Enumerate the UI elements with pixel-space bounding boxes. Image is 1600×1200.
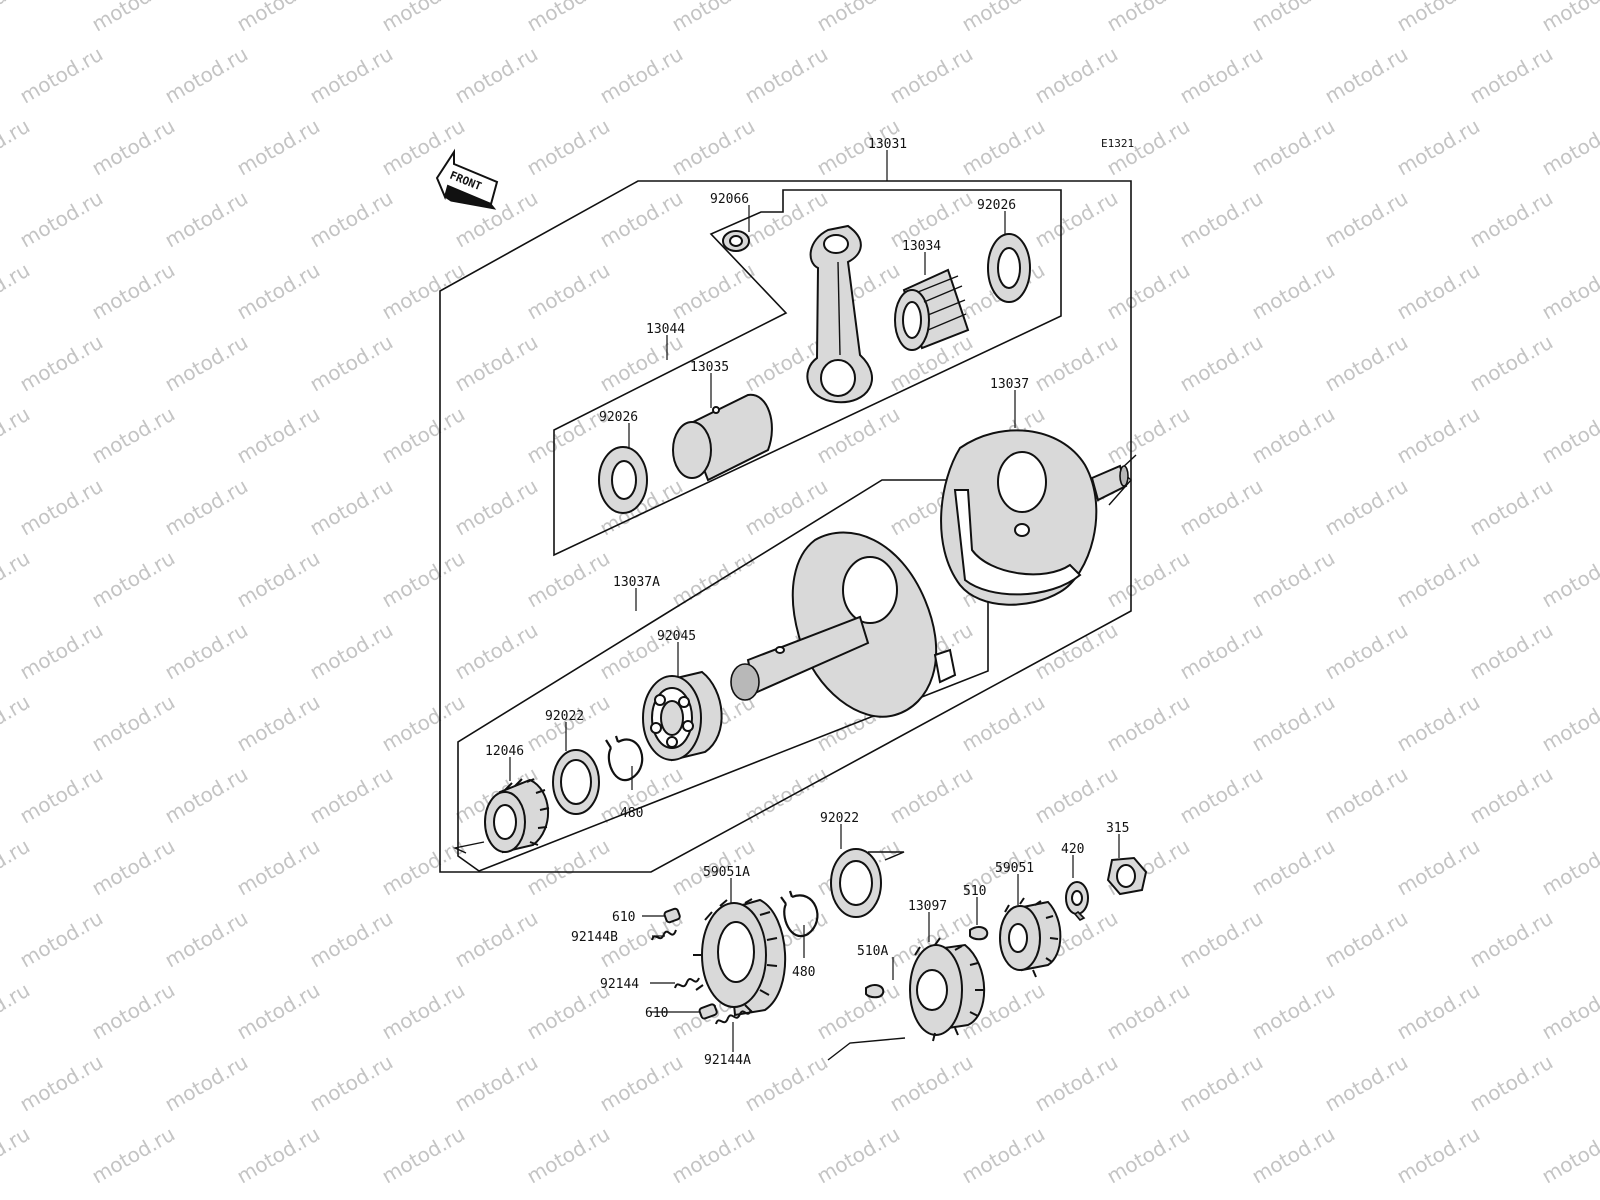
callout-510: 510 bbox=[963, 884, 986, 899]
pin-610-lower bbox=[698, 1003, 718, 1020]
crankshaft-left-half-13037A bbox=[730, 531, 957, 718]
callout-13037: 13037 bbox=[990, 377, 1029, 392]
subframe-13044 bbox=[553, 189, 1062, 557]
needle-bearing-13034 bbox=[894, 268, 970, 351]
callout-13035: 13035 bbox=[690, 360, 729, 375]
circlip-480-lower bbox=[780, 890, 819, 938]
callout-92022-lower: 92022 bbox=[820, 811, 859, 826]
sprocket-12046 bbox=[484, 778, 550, 854]
connecting-rod-13044 bbox=[806, 224, 873, 404]
callout-13044: 13044 bbox=[646, 322, 685, 337]
callout-92022-upper: 92022 bbox=[545, 709, 584, 724]
callout-315: 315 bbox=[1106, 821, 1129, 836]
callout-13037A: 13037A bbox=[613, 575, 660, 590]
assembly-frame-13031 bbox=[439, 180, 1132, 873]
callout-59051: 59051 bbox=[995, 861, 1034, 876]
callout-610-upper: 610 bbox=[612, 910, 635, 925]
key-510A bbox=[865, 984, 885, 999]
callout-92144: 92144 bbox=[600, 977, 639, 992]
crank-pin-13035 bbox=[672, 393, 773, 482]
callout-13031: 13031 bbox=[868, 137, 907, 152]
thrust-washer-92026-top bbox=[987, 233, 1031, 303]
callout-480-upper: 480 bbox=[620, 806, 643, 821]
spring-92144A bbox=[715, 1009, 752, 1025]
diagram-code: E1321 bbox=[1101, 137, 1134, 150]
callout-59051A: 59051A bbox=[703, 865, 750, 880]
callout-610-lower: 610 bbox=[645, 1006, 668, 1021]
bushing-92066 bbox=[722, 230, 750, 252]
callout-13034: 13034 bbox=[902, 239, 941, 254]
callout-420: 420 bbox=[1061, 842, 1084, 857]
gear-59051 bbox=[999, 897, 1062, 978]
callout-92026-lower: 92026 bbox=[599, 410, 638, 425]
callout-92026-top: 92026 bbox=[977, 198, 1016, 213]
callout-12046: 12046 bbox=[485, 744, 524, 759]
callout-92066: 92066 bbox=[710, 192, 749, 207]
spring-92144B bbox=[651, 929, 677, 941]
pin-610-upper bbox=[663, 907, 681, 924]
washer-420 bbox=[1065, 881, 1089, 921]
callout-480-lower: 480 bbox=[792, 965, 815, 980]
callout-92045: 92045 bbox=[657, 629, 696, 644]
washer-92022-lower bbox=[830, 848, 882, 918]
callout-labels: 13031 92066 92026 13034 13044 13035 9202… bbox=[485, 137, 1129, 1068]
callout-510A: 510A bbox=[857, 944, 888, 959]
crankshaft-right-half-13037 bbox=[940, 429, 1129, 606]
nut-315 bbox=[1106, 856, 1148, 896]
callout-13097: 13097 bbox=[908, 899, 947, 914]
spring-92144 bbox=[674, 977, 700, 989]
gear-59051A bbox=[693, 898, 787, 1017]
callout-92144B: 92144B bbox=[571, 930, 618, 945]
key-510 bbox=[969, 926, 989, 941]
callout-92144A: 92144A bbox=[704, 1053, 751, 1068]
gear-13097 bbox=[909, 937, 986, 1042]
front-arrow-icon: FRONT bbox=[435, 148, 499, 210]
circlip-480-upper bbox=[605, 735, 644, 782]
leader-lines bbox=[509, 150, 1120, 1052]
ball-bearing-92045 bbox=[642, 670, 723, 762]
thrust-washer-92026-lower bbox=[598, 446, 648, 514]
washer-92022-upper bbox=[552, 749, 600, 815]
